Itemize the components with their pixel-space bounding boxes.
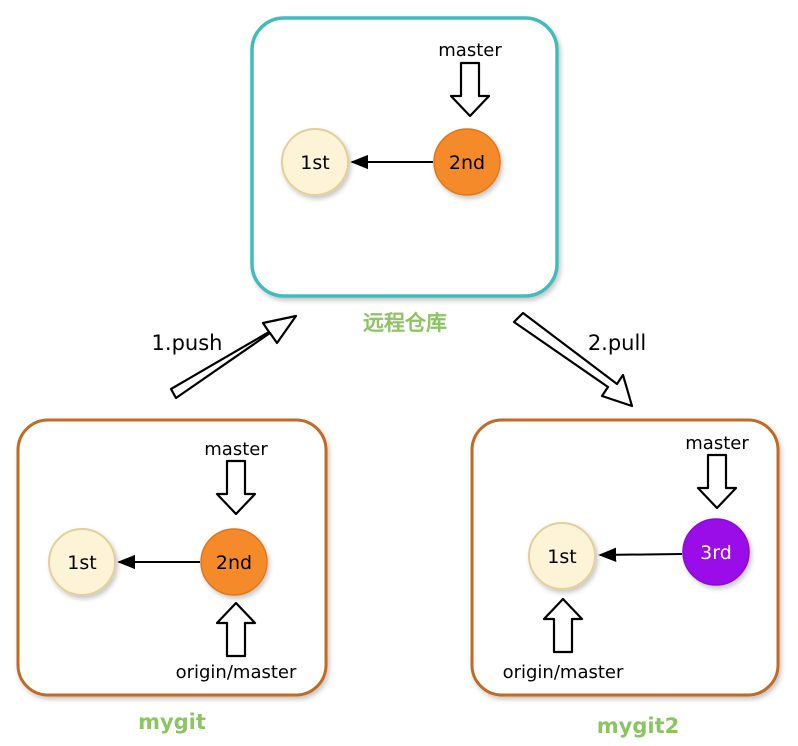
remote-commit-1st[interactable]: 1st: [281, 128, 349, 196]
remote-master-arrow-down-icon: [449, 61, 491, 118]
mygit2-commit-3rd[interactable]: 3rd: [682, 518, 750, 586]
pull-arrow-icon: [512, 311, 634, 408]
mygit-master-arrow-down-icon: [215, 459, 257, 516]
mygit-repo: master 1st 2nd origin/master: [16, 418, 328, 697]
pull-step-label: 2.pull: [588, 331, 646, 355]
remote-master-label: master: [438, 40, 502, 61]
mygit2-origin-master-label: origin/master: [503, 662, 624, 683]
remote-commit-2nd[interactable]: 2nd: [433, 128, 501, 196]
mygit2-commit-3rd-label: 3rd: [700, 542, 732, 564]
mygit-origin-arrow-up-icon: [215, 601, 257, 658]
mygit-origin-master-label: origin/master: [176, 662, 297, 683]
mygit-master-label: master: [204, 439, 268, 460]
remote-commit-2nd-label: 2nd: [449, 152, 485, 174]
remote-repo: master 1st 2nd: [250, 16, 559, 298]
remote-repo-caption: 远程仓库: [363, 311, 447, 335]
mygit2-repo: master 1st 3rd origin/master: [470, 418, 780, 697]
mygit2-commit-1st-label: 1st: [547, 546, 576, 568]
mygit-commit-2nd-label: 2nd: [216, 552, 252, 574]
mygit-repo-frame: [16, 418, 328, 697]
mygit2-parent-link: [598, 547, 683, 563]
mygit2-commit-1st[interactable]: 1st: [528, 522, 596, 590]
mygit2-caption: mygit2: [597, 714, 679, 738]
mygit2-master-label: master: [685, 433, 749, 454]
mygit-commit-1st-label: 1st: [67, 552, 96, 574]
push-arrow-icon: [169, 314, 298, 400]
mygit2-origin-arrow-up-icon: [542, 597, 584, 654]
push-step-label: 1.push: [152, 331, 223, 355]
mygit-caption: mygit: [138, 710, 206, 734]
remote-commit-1st-label: 1st: [300, 152, 329, 174]
mygit-commit-1st[interactable]: 1st: [48, 528, 116, 596]
mygit2-master-arrow-down-icon: [696, 453, 738, 510]
remote-repo-frame: [250, 16, 559, 298]
mygit-commit-2nd[interactable]: 2nd: [200, 528, 268, 596]
